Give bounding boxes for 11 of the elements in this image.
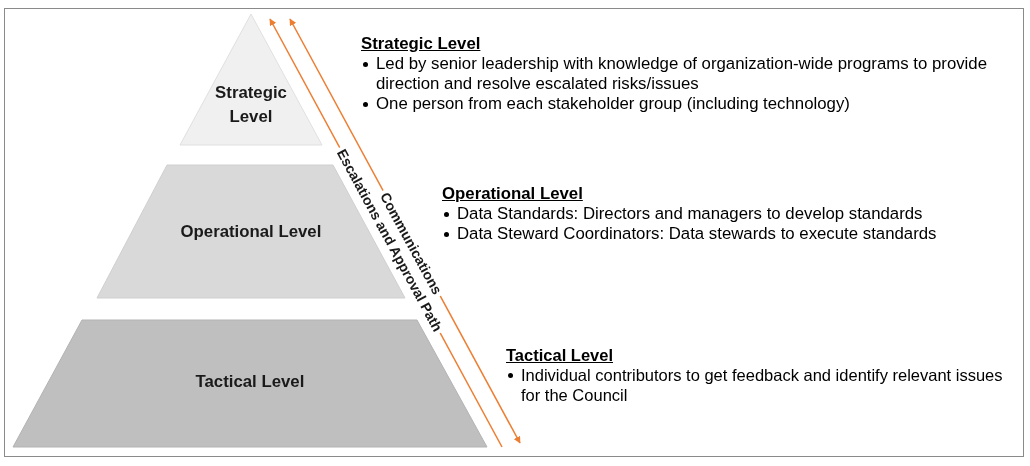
bullet-text: Data Steward Coordinators: Data stewards to execute standards xyxy=(457,224,938,244)
level-heading: Strategic Level xyxy=(361,34,481,54)
pyramid-top-level xyxy=(180,14,322,145)
bullet-text: Led by senior leadership with knowledge of organization-wide programs to provide direction and resolve escalated risks/issues xyxy=(376,54,988,94)
level-label: Operational Level xyxy=(180,221,322,243)
level-heading: Tactical Level xyxy=(506,345,613,365)
bullet-text: One person from each stakeholder group (including technology) xyxy=(376,94,851,114)
bullet-text: Data Standards: Directors and managers to develop standards xyxy=(457,204,924,224)
level-label: Tactical Level xyxy=(195,371,305,393)
level-label: Strategic Level xyxy=(214,82,288,128)
bullet-text: Individual contributors to get feedback and identify relevant issues for the Council xyxy=(521,365,1004,405)
